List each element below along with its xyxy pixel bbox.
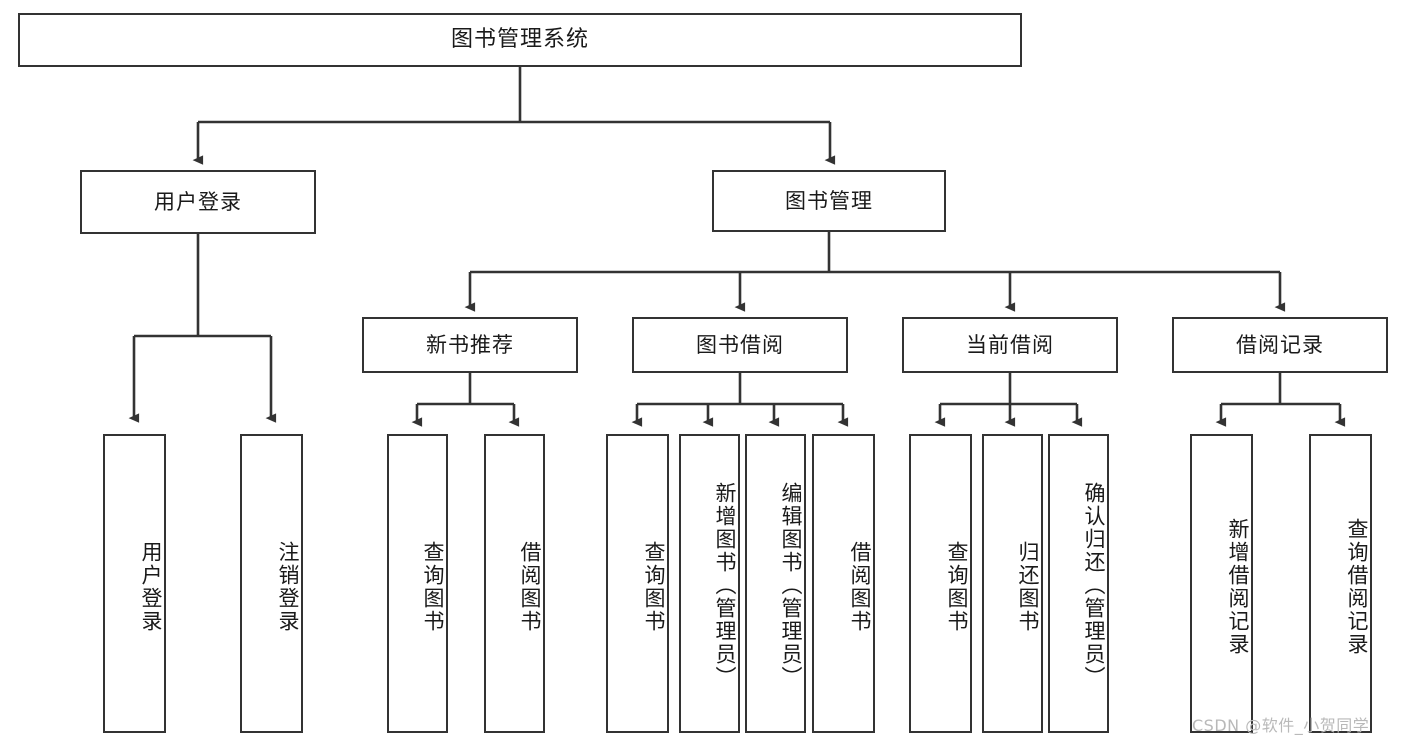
leaf-query-book-1[interactable]: 查询图书 [387, 434, 448, 733]
leaf-edit-book-admin[interactable]: 编辑图书（管理员） [745, 434, 806, 733]
leaf-user-login-label: 用户登录 [139, 540, 163, 633]
node-book-borrow[interactable]: 图书借阅 [632, 317, 848, 373]
leaf-query-borrow-record-label: 查询借阅记录 [1345, 517, 1369, 656]
leaf-add-book-admin[interactable]: 新增图书（管理员） [679, 434, 740, 733]
node-user-login-label: 用户登录 [154, 189, 242, 214]
node-new-book-recommend[interactable]: 新书推荐 [362, 317, 578, 373]
leaf-query-book-3[interactable]: 查询图书 [909, 434, 972, 733]
node-current-borrow[interactable]: 当前借阅 [902, 317, 1118, 373]
node-book-manage[interactable]: 图书管理 [712, 170, 946, 232]
leaf-query-book-1-label: 查询图书 [421, 540, 445, 633]
leaf-borrow-book-1[interactable]: 借阅图书 [484, 434, 545, 733]
node-borrow-record[interactable]: 借阅记录 [1172, 317, 1388, 373]
leaf-borrow-book-1-label: 借阅图书 [518, 540, 542, 633]
leaf-query-book-2[interactable]: 查询图书 [606, 434, 669, 733]
node-root[interactable]: 图书管理系统 [18, 13, 1022, 67]
node-user-login[interactable]: 用户登录 [80, 170, 316, 234]
leaf-borrow-book-2[interactable]: 借阅图书 [812, 434, 875, 733]
leaf-edit-book-admin-label: 编辑图书（管理员） [779, 482, 803, 689]
leaf-query-borrow-record[interactable]: 查询借阅记录 [1309, 434, 1372, 733]
leaf-logout-login[interactable]: 注销登录 [240, 434, 303, 733]
node-root-label: 图书管理系统 [450, 26, 589, 52]
leaf-add-borrow-record-label: 新增借阅记录 [1226, 517, 1250, 656]
leaf-borrow-book-2-label: 借阅图书 [848, 540, 872, 633]
node-book-manage-label: 图书管理 [785, 188, 873, 213]
leaf-logout-login-label: 注销登录 [276, 540, 300, 633]
leaf-confirm-return-admin-label: 确认归还（管理员） [1082, 482, 1106, 689]
leaf-return-book-label: 归还图书 [1016, 540, 1040, 633]
leaf-query-book-3-label: 查询图书 [945, 540, 969, 633]
node-current-borrow-label: 当前借阅 [966, 332, 1054, 357]
leaf-add-borrow-record[interactable]: 新增借阅记录 [1190, 434, 1253, 733]
leaf-confirm-return-admin[interactable]: 确认归还（管理员） [1048, 434, 1109, 733]
leaf-query-book-2-label: 查询图书 [642, 540, 666, 633]
leaf-add-book-admin-label: 新增图书（管理员） [713, 482, 737, 689]
watermark: CSDN @软件_小贺同学 [1192, 716, 1370, 735]
node-borrow-record-label: 借阅记录 [1236, 332, 1324, 357]
leaf-user-login[interactable]: 用户登录 [103, 434, 166, 733]
leaf-return-book[interactable]: 归还图书 [982, 434, 1043, 733]
node-new-book-recommend-label: 新书推荐 [426, 332, 514, 357]
node-book-borrow-label: 图书借阅 [696, 332, 784, 357]
